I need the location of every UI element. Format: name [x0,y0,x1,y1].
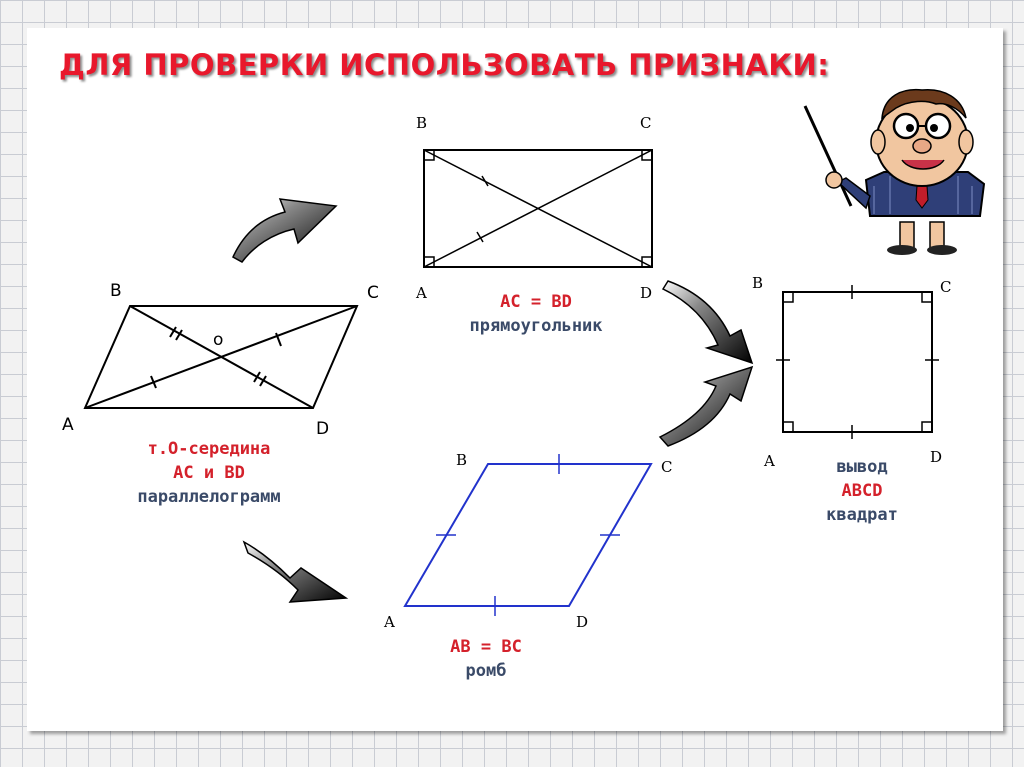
parallelogram-label-d: D [316,419,329,439]
curved-arrow-icon [661,280,754,365]
parallelogram-caption: т.О-середина АС и BD параллелограмм [64,437,354,509]
parallelogram-figure: B C A D o [62,272,389,439]
parallelogram-caption-line3: параллелограмм [137,487,281,507]
parallelogram-label-c: C [367,283,379,303]
rhombus-label-b: B [456,451,467,469]
rhombus-label-a: A [383,613,395,631]
curved-arrow-icon [232,198,338,263]
rectangle-caption-line2: прямоугольник [469,316,603,336]
square-figure: B C A D [752,274,951,470]
page-title: ДЛЯ ПРОВЕРКИ ИСПОЛЬЗОВАТЬ ПРИЗНАКИ: [59,48,830,82]
square-label-d: D [930,448,942,466]
rhombus-figure: B C A D [383,451,672,631]
rectangle-label-c: C [640,114,651,132]
rectangle-label-d: D [640,284,652,302]
parallelogram-label-a: A [62,415,74,435]
square-label-b: B [752,274,763,292]
curved-arrow-icon [658,365,754,447]
square-label-a: A [763,452,775,470]
rectangle-figure: B C A D [415,114,653,302]
parallelogram-label-o: o [213,330,223,350]
rhombus-caption: AB = BC ромб [416,635,556,683]
square-caption-line2: ABCD [841,481,883,501]
rectangle-caption-line1: AC = BD [500,292,572,312]
rhombus-label-c: C [661,458,672,476]
parallelogram-caption-line1: т.О-середина [147,439,271,459]
rectangle-caption: AC = BD прямоугольник [426,290,646,338]
rectangle-label-b: B [416,114,427,132]
rhombus-caption-line1: AB = BC [450,637,522,657]
parallelogram-label-b: B [110,281,122,301]
rhombus-caption-line2: ромб [465,661,507,681]
square-caption: вывод ABCD квадрат [800,455,924,527]
square-label-c: C [940,278,951,296]
square-caption-line3: квадрат [826,505,898,525]
parallelogram-caption-line2: АС и BD [173,463,245,483]
rectangle-label-a: A [415,284,427,302]
teacher-with-pointer-icon [803,88,986,255]
rhombus-label-d: D [576,613,588,631]
curved-arrow-icon [242,540,349,603]
square-caption-line1: вывод [836,457,888,477]
